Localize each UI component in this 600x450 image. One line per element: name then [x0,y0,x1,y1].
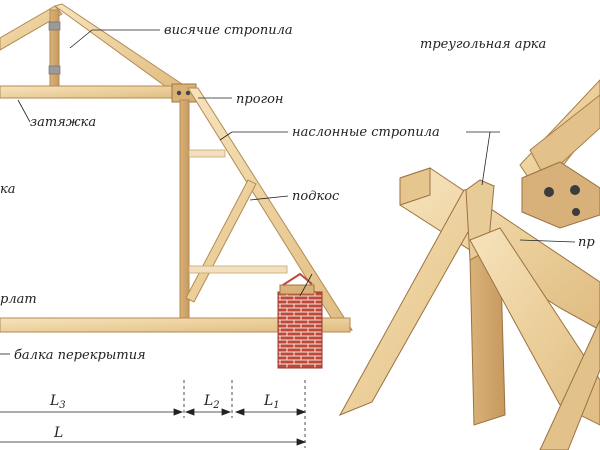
post [179,99,190,323]
dim-L: L [53,425,63,441]
dim-L2: L2 [203,393,220,411]
left-truss [0,3,353,369]
cross-bar-lower [188,265,288,274]
lower-right-beam [539,319,600,450]
label-triangular-arch: треугольная арка [420,37,546,52]
layered-rafter [187,87,353,333]
ridge-detail-3d [338,79,600,450]
label-layered-rafters: наслонные стропила [292,125,440,140]
label-partial-right: пр [578,235,595,250]
brick-wall [277,291,323,369]
tie-beam [0,85,196,99]
floor-beam [0,317,351,333]
label-hanging-rafters: висячие стропила [164,23,293,38]
hanging-rafter-right [53,3,186,95]
label-tie: затяжка [30,115,96,130]
label-mauerlat: рлат [0,292,37,307]
dimension-lines [0,380,307,448]
leader-lines [17,29,576,297]
diagonal-rafter-right [469,227,600,426]
hanging-rafter-left [0,5,63,51]
mauerlat [279,284,315,295]
label-partial-left: ка [0,182,16,197]
cross-bar-upper [188,149,226,158]
brace [185,179,257,303]
arch-joint-block [521,161,600,229]
label-brace: подкос [292,189,340,204]
label-purlin: прогон [236,92,283,107]
label-floor-beam: балка перекрытия [14,348,146,363]
dim-L1: L1 [263,393,280,411]
dim-L3: L3 [49,393,66,411]
